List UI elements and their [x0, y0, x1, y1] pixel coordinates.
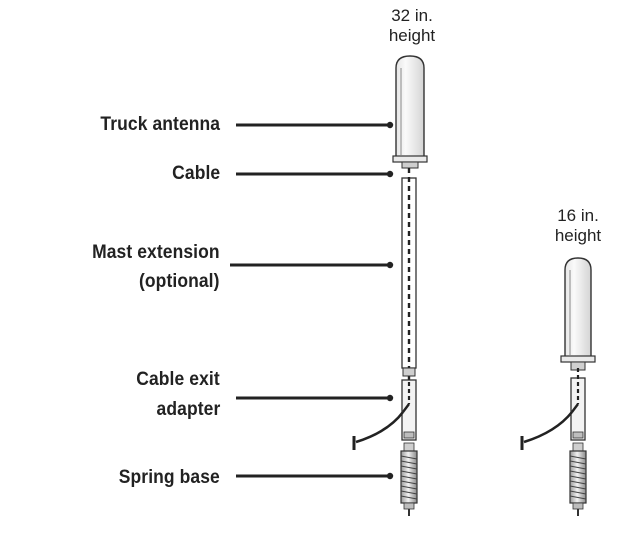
label-truck-antenna: Truck antenna	[100, 114, 220, 135]
tall-exit-cable	[355, 411, 405, 444]
leader-cable-exit-adapter	[236, 394, 394, 402]
height-short-word: height	[554, 226, 602, 245]
label-cable-exit: Cable exit	[136, 369, 220, 390]
leader-cable	[236, 170, 394, 178]
label-cable: Cable	[171, 163, 220, 184]
leader-spring-base	[236, 472, 394, 480]
tall-cable-exit-adapter	[401, 379, 417, 441]
height-tall-value: 32 in.	[391, 6, 433, 25]
label-mast-extension: Mast extension	[92, 242, 220, 263]
leader-truck-antenna	[236, 121, 394, 129]
height-caption-short: 16 in. height	[533, 206, 623, 246]
short-antenna-assembly	[520, 257, 596, 516]
leader-mast-extension	[230, 261, 394, 269]
label-mast-optional: (optional)	[139, 271, 220, 292]
label-cable-exit-adapter: adapter	[156, 399, 220, 420]
tall-radome	[395, 55, 425, 159]
height-tall-word: height	[388, 26, 436, 45]
short-radome	[564, 257, 592, 359]
short-exit-cable	[523, 411, 574, 444]
label-spring-base: Spring base	[118, 467, 220, 488]
height-caption-tall: 32 in. height	[367, 6, 457, 46]
short-antenna-collar	[560, 355, 596, 363]
height-short-value: 16 in.	[557, 206, 599, 225]
tall-antenna-collar	[392, 155, 428, 163]
tall-antenna-assembly	[352, 55, 428, 516]
